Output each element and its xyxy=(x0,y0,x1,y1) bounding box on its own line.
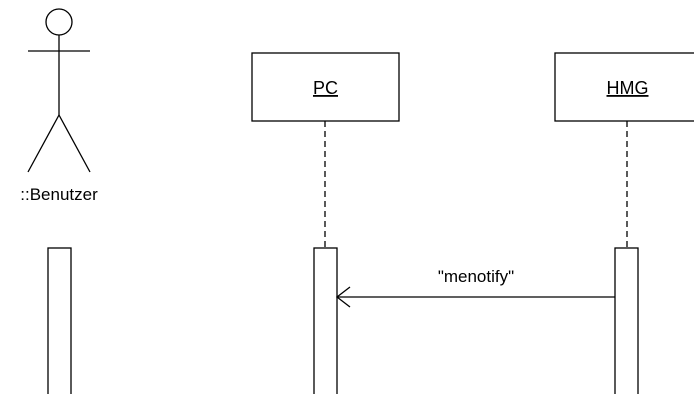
message-arrowhead-open xyxy=(335,286,351,308)
object-box-pc xyxy=(251,52,400,122)
actor-label-benutzer: ::Benutzer xyxy=(20,185,98,204)
object-label-pc: PC xyxy=(313,78,338,98)
object-label-hmg: HMG xyxy=(607,78,649,98)
actor-left-leg xyxy=(27,114,60,173)
activation-bar-pc xyxy=(313,247,338,394)
activation-bar-benutzer xyxy=(47,247,72,394)
actor-head xyxy=(45,8,73,36)
actor-right-leg xyxy=(58,114,91,173)
message-label-menotify: "menotify" xyxy=(438,267,514,286)
activation-bar-hmg xyxy=(614,247,639,394)
actor-benutzer xyxy=(27,8,91,173)
